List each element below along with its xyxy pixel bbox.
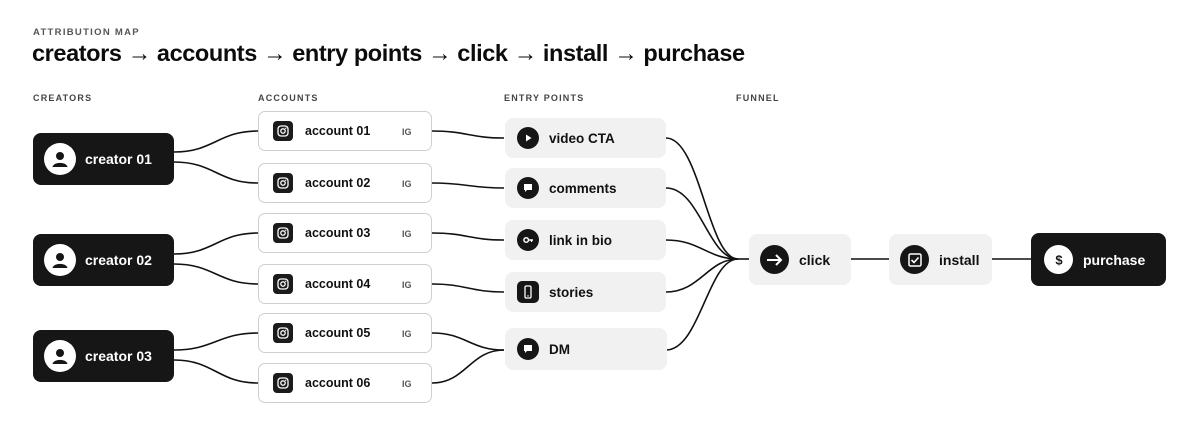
svg-text:$: $ — [1055, 252, 1063, 267]
arrow-right-icon — [760, 245, 789, 274]
link-account06-dm — [431, 349, 505, 384]
link-creator02-account04 — [173, 263, 259, 285]
user-icon — [44, 244, 76, 276]
instagram-icon — [273, 274, 293, 294]
account-node-05[interactable]: account 05 IG — [258, 313, 432, 353]
funnel-step-label: install — [939, 251, 980, 268]
eyebrow-label: ATTRIBUTION MAP — [33, 27, 140, 38]
funnel-step-label: click — [799, 251, 831, 268]
entry-point-label: DM — [549, 341, 570, 357]
page-title: creators → accounts → entry points → cli… — [32, 40, 745, 66]
link-account04-stories — [431, 283, 505, 293]
account-label: account 05 — [305, 326, 371, 340]
platform-tag: IG — [402, 379, 412, 389]
instagram-icon — [273, 373, 293, 393]
link-creator02-account03 — [173, 232, 259, 255]
comment-icon — [517, 177, 539, 199]
link-video-cta-click — [665, 137, 739, 260]
funnel-step-install[interactable]: install — [889, 234, 992, 285]
platform-tag: IG — [402, 127, 412, 137]
column-header-accounts: ACCOUNTS — [258, 93, 319, 103]
account-label: account 03 — [305, 226, 371, 240]
account-node-03[interactable]: account 03 IG — [258, 213, 432, 253]
link-creator03-account06 — [173, 359, 259, 384]
account-node-01[interactable]: account 01 IG — [258, 111, 432, 151]
entry-point-label: link in bio — [549, 232, 612, 248]
column-header-funnel: FUNNEL — [736, 93, 780, 103]
account-node-06[interactable]: account 06 IG — [258, 363, 432, 403]
message-icon — [517, 338, 539, 360]
link-account01-video-cta — [431, 130, 505, 139]
account-node-04[interactable]: account 04 IG — [258, 264, 432, 304]
link-creator03-account05 — [173, 332, 259, 351]
link-link-in-bio-click — [665, 239, 739, 260]
platform-tag: IG — [402, 179, 412, 189]
platform-tag: IG — [402, 229, 412, 239]
link-account03-link-in-bio — [431, 232, 505, 241]
entry-point-label: stories — [549, 284, 594, 300]
account-label: account 06 — [305, 376, 371, 390]
entry-point-label: video CTA — [549, 130, 615, 146]
link-comments-click — [665, 187, 739, 260]
instagram-icon — [273, 121, 293, 141]
creator-node-01[interactable]: creator 01 — [33, 133, 174, 185]
account-node-02[interactable]: account 02 IG — [258, 163, 432, 203]
platform-tag: IG — [402, 329, 412, 339]
link-account02-comments — [431, 182, 505, 189]
dollar-icon: $ — [1044, 245, 1073, 274]
creator-node-02[interactable]: creator 02 — [33, 234, 174, 286]
link-creator01-account02 — [173, 161, 259, 184]
entry-point-stories[interactable]: stories — [505, 272, 666, 312]
link-icon — [517, 229, 539, 251]
account-label: account 02 — [305, 176, 371, 190]
funnel-step-click[interactable]: click — [749, 234, 851, 285]
link-account05-dm — [431, 332, 505, 351]
entry-point-video-cta[interactable]: video CTA — [505, 118, 666, 158]
link-creator01-account01 — [173, 130, 259, 153]
play-icon — [517, 127, 539, 149]
user-icon — [44, 340, 76, 372]
entry-point-link-in-bio[interactable]: link in bio — [505, 220, 666, 260]
column-header-entry-points: ENTRY POINTS — [504, 93, 585, 103]
entry-point-label: comments — [549, 180, 617, 196]
instagram-icon — [273, 223, 293, 243]
instagram-icon — [273, 173, 293, 193]
instagram-icon — [273, 323, 293, 343]
entry-point-dm[interactable]: DM — [505, 328, 667, 370]
creator-label: creator 02 — [85, 252, 152, 268]
creator-label: creator 03 — [85, 348, 152, 364]
user-icon — [44, 143, 76, 175]
creator-node-03[interactable]: creator 03 — [33, 330, 174, 382]
platform-tag: IG — [402, 280, 412, 290]
funnel-step-label: purchase — [1083, 251, 1146, 268]
entry-point-comments[interactable]: comments — [505, 168, 666, 208]
phone-icon — [517, 281, 539, 303]
creator-label: creator 01 — [85, 151, 152, 167]
link-dm-click — [665, 258, 739, 351]
checkbox-icon — [900, 245, 929, 274]
account-label: account 04 — [305, 277, 371, 291]
funnel-step-purchase[interactable]: $ purchase — [1031, 233, 1166, 286]
account-label: account 01 — [305, 124, 371, 138]
column-header-creators: CREATORS — [33, 93, 93, 103]
link-stories-click — [665, 258, 739, 293]
